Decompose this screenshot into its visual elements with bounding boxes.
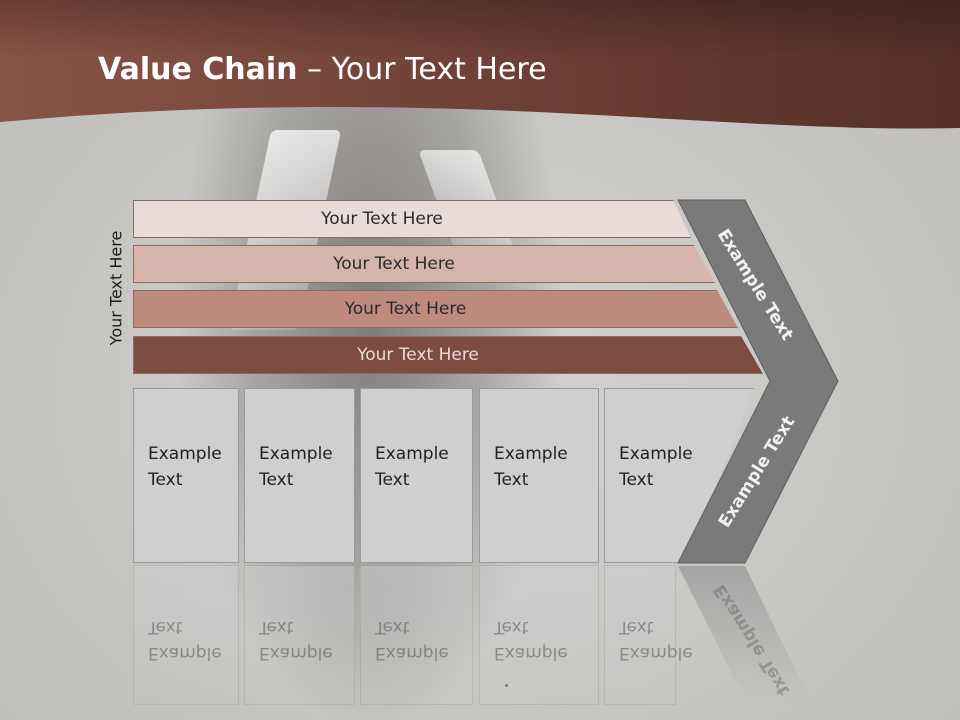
activity-box-3-line2: Text (375, 470, 410, 490)
support-bar-3-label: Your Text Here (344, 299, 467, 319)
chevron-shape (677, 199, 839, 564)
title-bold: Value Chain (98, 52, 298, 87)
support-bar-1: Your Text Here (133, 200, 691, 238)
header-band (0, 0, 960, 129)
activity-box-4-line1: Example (494, 444, 568, 464)
support-bar-3: Your Text Here (133, 290, 738, 328)
support-bar-4-label: Your Text Here (357, 345, 479, 365)
support-bar-2-label: Your Text Here (333, 254, 455, 274)
page-title: Value Chain – Your Text Here (98, 52, 547, 87)
title-rest: – Your Text Here (297, 52, 547, 87)
dot-mark (505, 684, 508, 687)
activity-box-5-line2: Text (619, 470, 654, 490)
support-bar-4: Your Text Here (133, 336, 763, 374)
support-bar-1-label: Your Text Here (321, 209, 443, 229)
activity-box-3-line1: Example (375, 444, 449, 464)
activity-box-2-line1: Example (259, 444, 333, 464)
chevron-reflection (678, 566, 810, 700)
activity-box-2-line2: Text (259, 470, 294, 490)
activity-box-4-line2: Text (494, 470, 529, 490)
activity-box-1-line2: Text (148, 470, 183, 490)
activity-box-1-line1: Example (148, 444, 222, 464)
activity-box-5-line1: Example (619, 444, 693, 464)
support-bar-2: Your Text Here (133, 245, 715, 283)
